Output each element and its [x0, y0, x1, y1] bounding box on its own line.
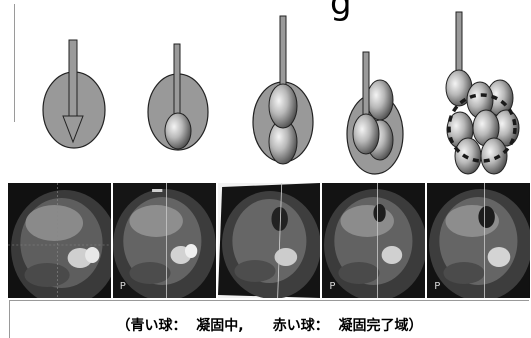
- mri-scan-5: P: [427, 183, 530, 298]
- mri-image-strip: P P: [8, 183, 530, 298]
- mri-scan-4-graphic: [322, 183, 425, 298]
- stage-2-needle: [174, 44, 180, 114]
- mri-scan-4: P: [322, 183, 425, 298]
- mri-scan-4-label: P: [329, 281, 335, 292]
- mri-scan-2: P: [113, 183, 216, 298]
- mri-scan-5-graphic: [427, 183, 530, 298]
- caption-text: （青い球： 凝固中, 赤い球： 凝固完了域）: [10, 315, 529, 335]
- mri-scan-3: [218, 183, 321, 298]
- stage-2-sphere: [165, 113, 191, 149]
- stage-2-diagram: [148, 44, 208, 150]
- stage-3-needle: [280, 16, 286, 92]
- mri-scan-3-graphic: [218, 183, 321, 298]
- stage-5-diagram: [446, 12, 519, 174]
- stage-3-diagram: [253, 16, 313, 164]
- mri-scan-5-label: P: [434, 281, 440, 292]
- stage-4-diagram: [347, 52, 403, 174]
- stage-5-needle: [456, 12, 462, 78]
- stage-1-needle: [69, 40, 77, 118]
- mri-scan-2-label: P: [120, 281, 126, 292]
- caption-box: （青い球： 凝固中, 赤い球： 凝固完了域）: [9, 300, 529, 338]
- ablation-stage-diagrams: [0, 0, 531, 185]
- stage-4-needle: [363, 52, 369, 122]
- stage-4-sphere-right-upper: [367, 80, 393, 120]
- mri-scan-1: [8, 183, 111, 298]
- mri-scan-2-graphic: [113, 183, 216, 298]
- mri-scan-1-graphic: [8, 183, 111, 298]
- stage-1-diagram: [43, 40, 105, 148]
- stage-5-sphere-bottom-right: [481, 138, 507, 174]
- stage-4-sphere-left: [353, 114, 379, 154]
- stage-3-sphere-upper: [269, 84, 297, 128]
